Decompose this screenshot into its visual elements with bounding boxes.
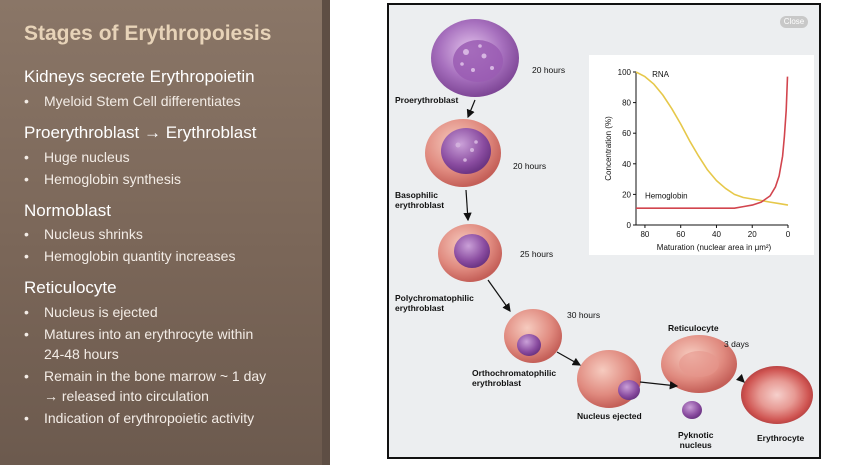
y-tick-label: 80 xyxy=(622,99,631,108)
label-basophilic: Basophilic erythroblast xyxy=(395,190,445,210)
label-pyknotic-nucleus: Pyknotic nucleus xyxy=(678,430,714,450)
pyknotic-nucleus xyxy=(682,401,702,419)
section-heading: Reticulocyte xyxy=(24,278,117,297)
label-erythrocyte: Erythrocyte xyxy=(757,433,805,443)
close-button[interactable]: Close xyxy=(780,16,808,28)
duration-label: 20 hours xyxy=(532,65,566,75)
bullet-item: •Nucleus is ejected xyxy=(24,304,158,320)
y-tick-label: 100 xyxy=(618,68,632,77)
series-label-hemoglobin: Hemoglobin xyxy=(645,192,688,201)
x-tick-label: 0 xyxy=(786,230,791,239)
y-tick-label: 60 xyxy=(622,129,631,138)
bullet-continuation: 24-48 hours xyxy=(44,346,119,362)
x-tick-label: 80 xyxy=(640,230,649,239)
bullet-item: •Matures into an erythrocyte within xyxy=(24,326,254,342)
polychromatophilic-erythroblast-cell xyxy=(438,224,502,282)
series-line-hemoglobin xyxy=(636,76,789,209)
label-reticulocyte: Reticulocyte xyxy=(668,323,719,333)
label-nucleus-ejected: Nucleus ejected xyxy=(577,411,642,421)
x-tick-label: 40 xyxy=(712,230,721,239)
label-polychromatophilic: Polychromatophilic erythroblast xyxy=(395,293,474,313)
proerythroblast-cell xyxy=(431,19,519,97)
bullet-item: •Hemoglobin quantity increases xyxy=(24,248,236,264)
bullet-item: •Nucleus shrinks xyxy=(24,226,143,242)
bullet-item: •Remain in the bone marrow ~ 1 day xyxy=(24,368,267,384)
bullet-continuation: → released into circulation xyxy=(44,388,209,404)
nucleus-ejected-cell xyxy=(577,350,641,408)
y-tick-label: 40 xyxy=(622,160,631,169)
bullet-item: •Indication of erythropoietic activity xyxy=(24,410,255,426)
label-proerythroblast: Proerythroblast xyxy=(395,95,459,105)
x-tick-label: 60 xyxy=(676,230,685,239)
basophilic-erythroblast-cell xyxy=(425,119,501,187)
erythrocyte-cell xyxy=(741,366,813,424)
bullet-item: •Hemoglobin synthesis xyxy=(24,171,181,187)
section-heading: Kidneys secrete Erythropoietin xyxy=(24,67,255,86)
y-axis-title: Concentration (%) xyxy=(604,116,613,181)
slide-title: Stages of Erythropoiesis xyxy=(24,22,272,45)
x-tick-label: 20 xyxy=(748,230,757,239)
x-axis-title: Maturation (nuclear area in μm²) xyxy=(657,243,772,252)
duration-label: 3 days xyxy=(724,339,750,349)
duration-label: 25 hours xyxy=(520,249,554,259)
reticulocyte-cell xyxy=(661,335,737,393)
series-line-rna xyxy=(635,71,789,206)
y-tick-label: 20 xyxy=(622,190,631,199)
bullet-item: •Huge nucleus xyxy=(24,149,130,165)
series-label-rna: RNA xyxy=(652,70,670,79)
slide-panel: Stages of Erythropoiesis Kidneys secrete… xyxy=(0,0,330,465)
section-heading: Proerythroblast → Erythroblast xyxy=(24,123,257,142)
orthochromatophilic-erythroblast-cell xyxy=(504,309,562,363)
bullet-item: •Myeloid Stem Cell differentiates xyxy=(24,93,241,109)
duration-label: 30 hours xyxy=(567,310,601,320)
section-heading: Normoblast xyxy=(24,201,111,220)
label-orthochromatophilic: Orthochromatophilic erythroblast xyxy=(472,368,557,388)
maturation-arrows xyxy=(463,99,745,390)
duration-label: 20 hours xyxy=(513,161,547,171)
y-tick-label: 0 xyxy=(627,221,632,230)
